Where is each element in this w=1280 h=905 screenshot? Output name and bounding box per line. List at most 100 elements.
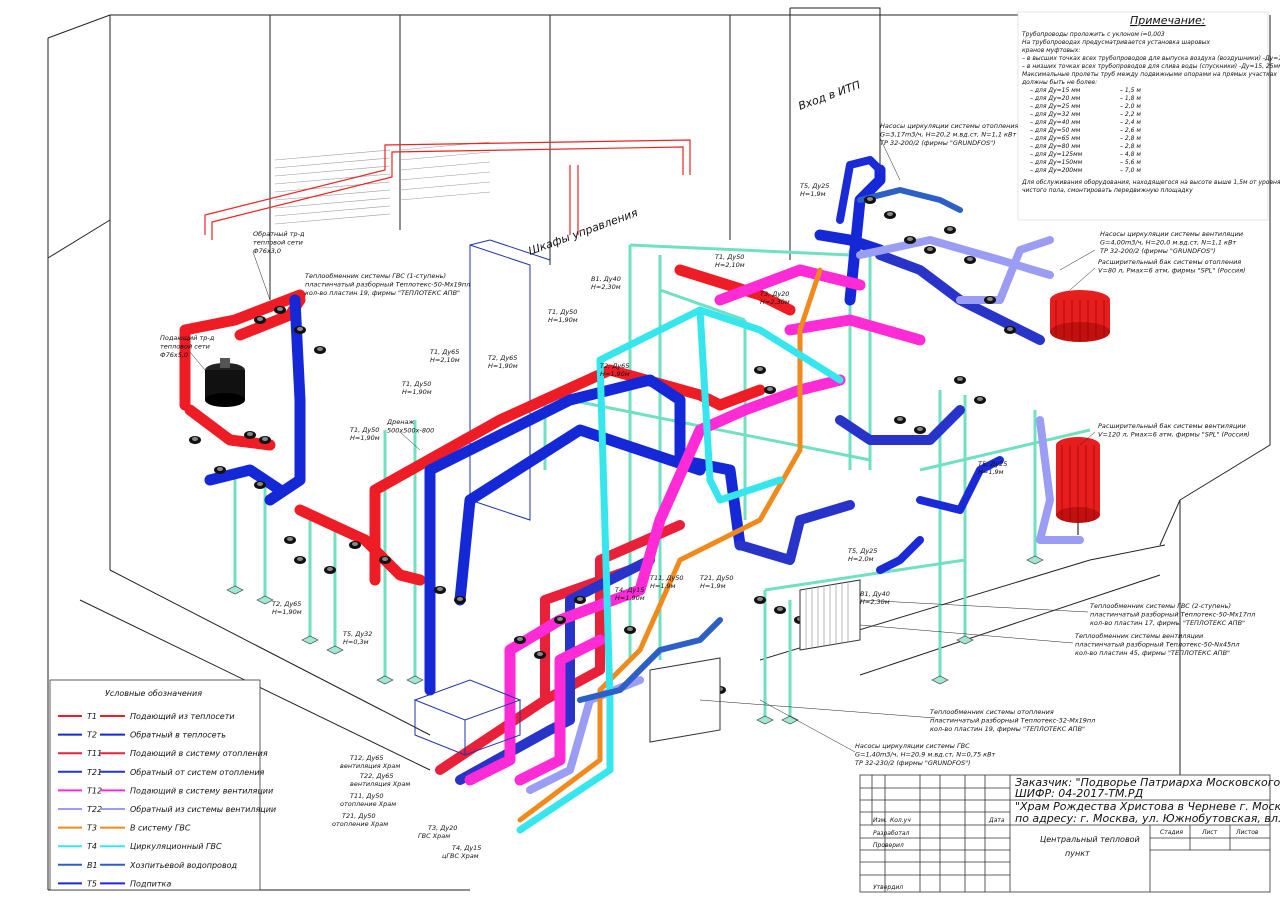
valve-body — [1007, 327, 1013, 331]
pipe-network — [179, 156, 1084, 834]
callout-return-pipe: Ф76х3,0 — [253, 247, 281, 255]
leader-line — [879, 137, 901, 181]
leader-line — [399, 431, 421, 451]
callout-hx-dhw2: пластинчатый разборный Теплотекс-50-Мх17… — [1090, 611, 1255, 619]
valve-body — [757, 597, 763, 601]
legend-title: Условные обозначения — [105, 689, 202, 698]
notes-line: должны быть не более: — [1021, 79, 1097, 86]
base-plate — [226, 585, 244, 595]
stage-list: Лист — [1201, 829, 1218, 836]
callout-drain: Дренаж — [386, 418, 414, 426]
valve-body — [927, 247, 933, 251]
legend-text: Обратный в теплосеть — [130, 731, 226, 740]
valves-fittings — [189, 196, 1016, 724]
valve-body — [557, 617, 563, 621]
span-length: – 2,8 м — [1120, 143, 1141, 150]
pipe-t22 — [856, 236, 1054, 279]
valve-body — [437, 587, 443, 591]
legend-text: Хозпитьевой водопровод — [129, 861, 238, 870]
notes-line: – в низших точках всех трубопроводов для… — [1022, 63, 1280, 70]
valve-body — [867, 197, 873, 201]
span-diameter: – для Ду=150мм — [1030, 159, 1083, 166]
notes-line: Максимальные пролеты труб между подвижны… — [1022, 71, 1277, 78]
branch-label-dest: вентиляция Храм — [350, 780, 410, 788]
callout-hx-dhw2: кол-во пластин 17, фирмы "ТЕПЛОТЕКС АПВ" — [1090, 619, 1245, 627]
valve-body — [517, 637, 523, 641]
span-length: – 2,0 м — [1120, 103, 1141, 110]
pipe-label-line: B1, Ду40 — [591, 275, 621, 283]
legend-text: Обратный из системы вентиляции — [130, 805, 276, 814]
pipe-t12 — [464, 374, 846, 786]
span-length: – 2,2 м — [1120, 111, 1141, 118]
branch-label-dest: отопление Храм — [340, 800, 396, 808]
callout-hx-heating: пластинчатый разборный Теплотекс-32-Мх19… — [930, 717, 1095, 725]
pipe-label-height: H=1,90м — [600, 370, 630, 378]
pipe-t1 — [179, 289, 306, 411]
callout-return-pipe: тепловой сети — [253, 239, 303, 247]
pipe-t5 — [876, 536, 924, 574]
legend-text: Подпитка — [130, 879, 171, 888]
address-text: по адресу: г. Москва, ул. Южнобутовская,… — [1015, 812, 1280, 825]
valve-body — [297, 327, 303, 331]
notes-heading: Примечание: — [1130, 14, 1206, 27]
span-diameter: – для Ду=40 мм — [1030, 119, 1081, 126]
pipe-t21 — [835, 405, 965, 445]
base-plate — [956, 635, 974, 645]
valve-body — [277, 307, 283, 311]
pipe-label-height: H=2,30м — [591, 283, 621, 291]
leader-line — [859, 599, 1089, 613]
valve-body — [987, 297, 993, 301]
branch-label-line: T11, Ду50 — [350, 792, 384, 800]
pipe-label-line: T4, Ду15 — [615, 586, 644, 594]
span-diameter: – для Ду=15 мм — [1030, 87, 1081, 94]
pipe-t22 — [956, 236, 1054, 304]
pipe-label-line: T1, Ду50 — [350, 426, 379, 434]
valve-body — [327, 567, 333, 571]
drain-pit — [413, 679, 522, 756]
span-length: – 2,4 м — [1120, 119, 1141, 126]
valve-body — [297, 557, 303, 561]
legend-code: T2 — [87, 731, 97, 740]
row-utverd: Утвердил — [873, 884, 903, 891]
valve-body — [947, 227, 953, 231]
expansion-tank-heating — [1050, 290, 1110, 342]
pipe-t12 — [514, 634, 606, 786]
legend-code: T11 — [87, 749, 102, 758]
pipe-label-height: H=1,90м — [488, 362, 518, 370]
valve-body — [257, 482, 263, 486]
pipe-t1 — [714, 384, 766, 411]
stairs-hatch — [274, 141, 491, 225]
valve-body — [957, 377, 963, 381]
base-plate — [931, 675, 949, 685]
span-diameter: – для Ду=125мм — [1030, 151, 1083, 158]
pipe-label-height: H=2,10м — [715, 261, 745, 269]
branch-label-line: T22, Ду65 — [360, 772, 394, 780]
base-plate — [301, 635, 319, 645]
pipe-label-height: H=1,90м — [615, 594, 645, 602]
legend-code: T21 — [87, 768, 102, 777]
branch-label-line: T12, Ду65 — [350, 754, 384, 762]
valve-body — [757, 367, 763, 371]
pipe-t2 — [674, 394, 746, 551]
control-cabinet — [469, 239, 551, 521]
branch-label-dest: вентиляция Храм — [340, 762, 400, 770]
callout-tank-heating: Расширительный бак системы отопления — [1098, 258, 1241, 266]
callout-hx-vent: кол-во пластин 45, фирмы "ТЕПЛОТЕКС АПВ" — [1075, 649, 1230, 657]
branch-label-dest: цГВС Храм — [442, 852, 479, 860]
valve-body — [287, 537, 293, 541]
pipe-label-line: T2, Ду65 — [272, 600, 301, 608]
callout-hx-dhw1: пластинчатый разборный Теплотекс-50-Мх19… — [305, 281, 470, 289]
valve-body — [192, 437, 198, 441]
valve-body — [627, 627, 633, 631]
span-diameter: – для Ду=32 мм — [1030, 111, 1081, 118]
span-length: – 5,6 м — [1120, 159, 1141, 166]
stage-stadia: Стадия — [1160, 829, 1183, 836]
code-text: ШИФР: 04-2017-ТМ.РД — [1015, 787, 1144, 800]
pipe-b1 — [577, 617, 723, 703]
stage-listov: Листов — [1235, 829, 1259, 836]
plate-heat-exchanger-heating — [649, 657, 721, 743]
span-length: – 4,8 м — [1120, 151, 1141, 158]
legend-text: Циркуляционный ГВС — [130, 842, 222, 851]
pipe-label-line: T11, Ду50 — [650, 574, 684, 582]
span-length: – 2,8 м — [1120, 135, 1141, 142]
